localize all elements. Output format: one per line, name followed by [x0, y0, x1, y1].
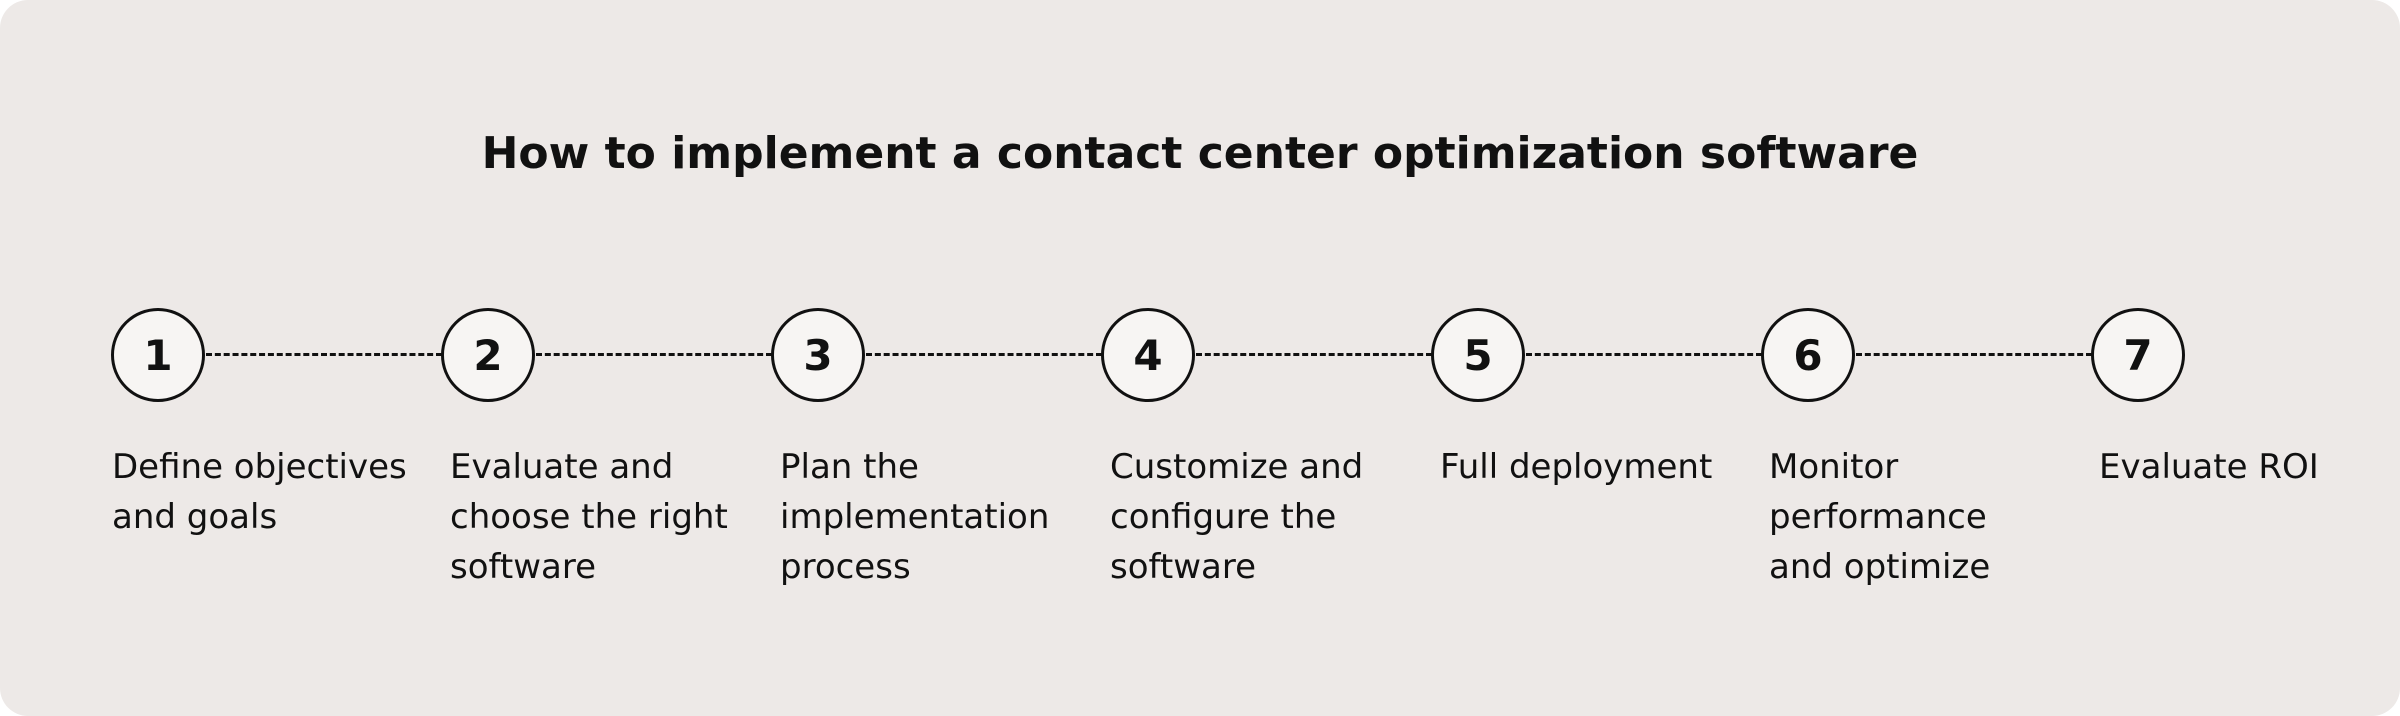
step-3-label: Plan the implementation process	[780, 447, 1050, 587]
step-1-label: Define objectives and goals	[112, 447, 407, 537]
step-2-number-circle: 2	[441, 308, 535, 402]
connector-5-6	[1526, 353, 1762, 356]
step-4-number-circle: 4	[1101, 308, 1195, 402]
step-4-label: Customize and configure the software	[1110, 447, 1364, 587]
step-7-label: Evaluate ROI	[2099, 447, 2319, 487]
step-3-number-circle: 3	[771, 308, 865, 402]
diagram-title: How to implement a contact center optimi…	[481, 128, 1919, 179]
step-6-label: Monitor performance and optimize	[1769, 447, 1991, 587]
connector-1-2	[206, 353, 442, 356]
step-5-number-circle: 5	[1431, 308, 1525, 402]
connector-4-5	[1196, 353, 1432, 356]
step-5-label: Full deployment	[1440, 447, 1713, 487]
connector-2-3	[536, 353, 772, 356]
step-7-number-circle: 7	[2091, 308, 2185, 402]
connector-3-4	[866, 353, 1102, 356]
step-2-label: Evaluate and choose the right software	[450, 447, 728, 587]
step-1-number-circle: 1	[111, 308, 205, 402]
step-6-number-circle: 6	[1761, 308, 1855, 402]
connector-6-7	[1856, 353, 2092, 356]
